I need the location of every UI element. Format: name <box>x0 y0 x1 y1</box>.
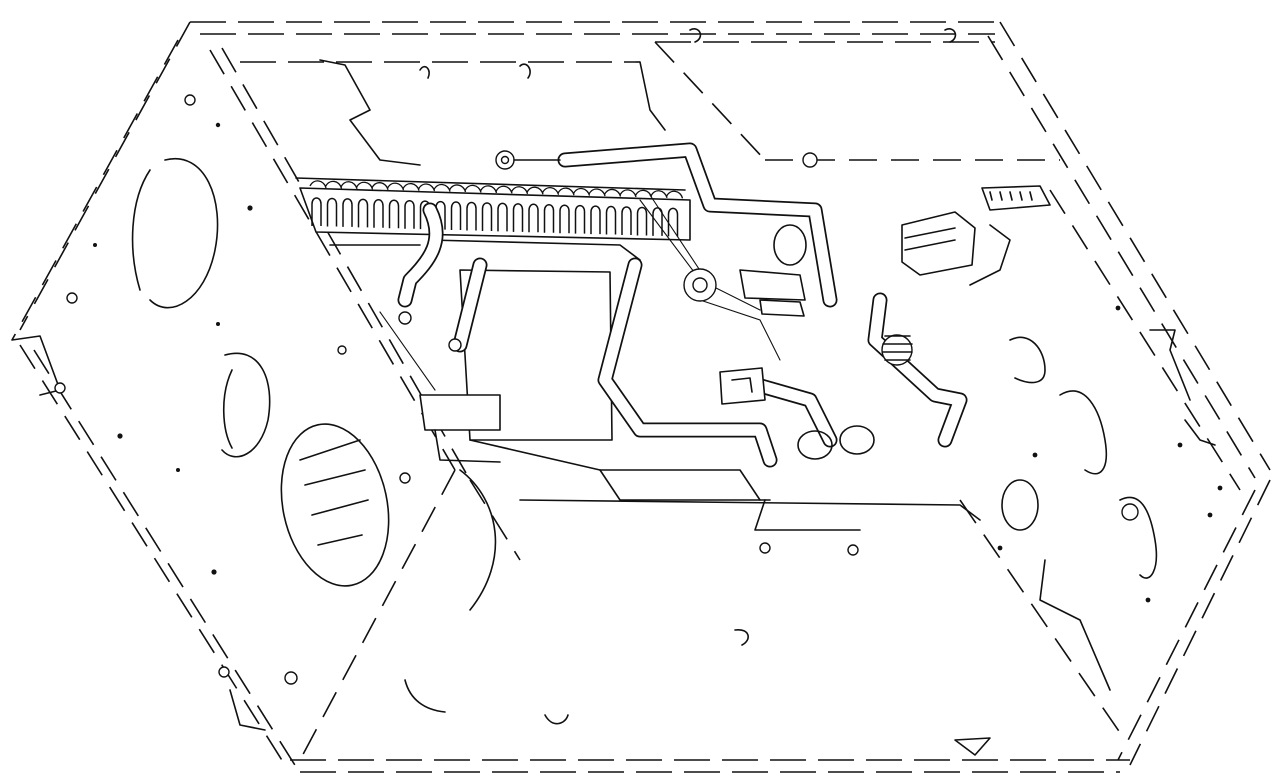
coil-fin <box>357 198 369 228</box>
coil-fin <box>559 204 570 234</box>
pump <box>797 334 913 460</box>
control-box <box>719 185 1051 405</box>
coil-loop <box>557 187 575 196</box>
coil-loop <box>402 183 420 191</box>
coil-fin <box>605 205 617 235</box>
coil-fin <box>543 204 555 233</box>
coil-loop <box>448 184 467 193</box>
coil-loop <box>541 187 560 195</box>
coil-loop <box>355 181 374 190</box>
coil-loop <box>479 185 498 194</box>
coil-loop <box>324 180 343 189</box>
coil-fin <box>528 203 539 233</box>
coil-fin <box>404 199 415 229</box>
coil-loop <box>340 181 358 190</box>
coil-fin <box>373 199 384 228</box>
top-frame <box>240 28 1060 166</box>
coil-fin <box>450 201 462 231</box>
coil-fin <box>621 206 632 235</box>
coil-loop <box>371 182 389 191</box>
gas-valve <box>683 224 807 317</box>
heat-exchanger-coil <box>295 177 691 241</box>
coil-loop <box>417 183 436 192</box>
coil-loop <box>309 180 327 189</box>
coil-fin <box>497 202 508 232</box>
coil-fin <box>326 197 338 227</box>
coil-fin <box>388 199 400 229</box>
coil-loop <box>634 189 653 198</box>
coil-fin <box>636 206 648 236</box>
coil-fin <box>667 207 679 237</box>
coil-loop <box>665 190 684 199</box>
coil-fin <box>481 202 493 231</box>
coil-loop <box>603 188 622 197</box>
coil-fin <box>311 197 322 226</box>
fittings <box>398 150 818 352</box>
right-side-panel <box>959 189 1241 741</box>
combustion-chamber <box>329 239 771 501</box>
coil-loop <box>588 188 606 197</box>
coil-loop <box>526 186 544 195</box>
coil-fin <box>590 205 601 235</box>
coil-fin <box>342 198 353 227</box>
coil-loop <box>433 183 451 192</box>
coil-fin <box>574 204 586 234</box>
bottom-frame <box>404 469 991 756</box>
left-side-panel <box>11 47 521 761</box>
coil-fin <box>512 203 524 232</box>
outer-casing-frame <box>11 21 1271 773</box>
coil-fin <box>466 201 477 231</box>
coil-loop <box>464 184 482 193</box>
coil-loop <box>386 182 405 191</box>
coil-loop <box>619 189 637 198</box>
coil-loop <box>572 188 591 196</box>
coil-loop <box>510 186 529 195</box>
coil-loop <box>650 190 668 199</box>
coil-loop <box>495 185 513 194</box>
